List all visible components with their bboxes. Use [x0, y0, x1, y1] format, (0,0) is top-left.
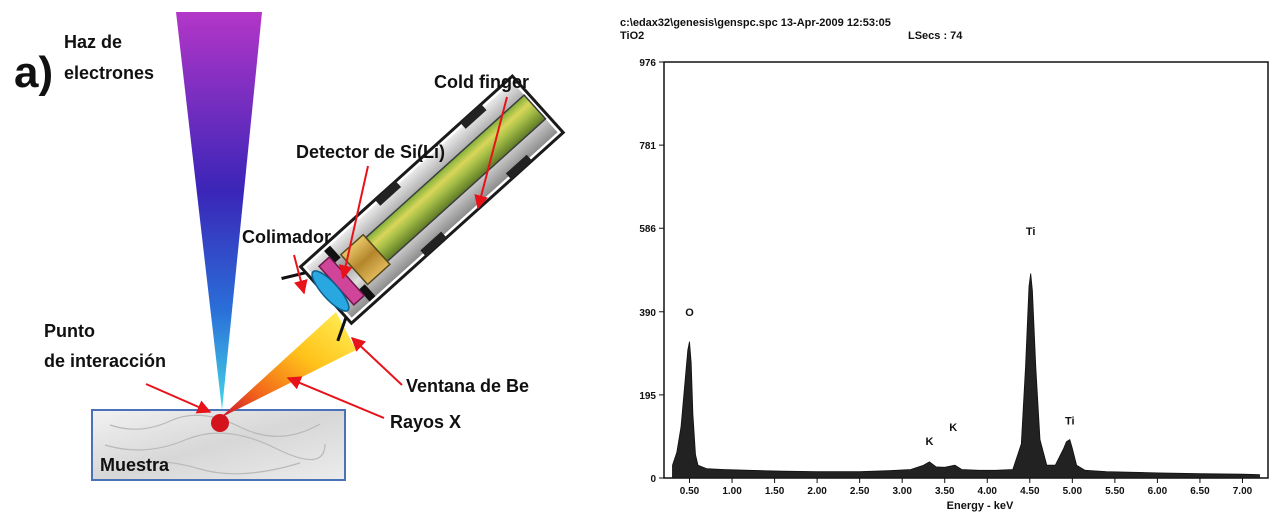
x-tick-label: 5.50 — [1105, 486, 1125, 497]
window-label: Ventana de Be — [406, 376, 529, 396]
plot-frame — [663, 61, 1269, 479]
collimator-blade-bottom — [336, 316, 348, 342]
beam-label-line2: electrones — [64, 63, 154, 83]
collimator-arrow — [293, 254, 308, 295]
peak-label: O — [685, 307, 694, 319]
interaction-label-line1: Punto — [44, 321, 95, 341]
x-axis-label: Energy - keV — [947, 500, 1014, 512]
collimator-blade-top — [281, 271, 307, 280]
sample-label: Muestra — [100, 455, 170, 475]
beam-label-line1: Haz de — [64, 32, 122, 52]
cold-finger-arrow — [474, 96, 508, 210]
x-tick-label: 0.50 — [680, 486, 700, 497]
window-arrow — [350, 337, 403, 386]
peak-label: K — [925, 436, 933, 448]
x-tick-label: 4.00 — [978, 486, 998, 497]
x-tick-label: 7.00 — [1233, 486, 1253, 497]
detector-arrow — [338, 165, 369, 280]
y-tick-label: 390 — [639, 308, 656, 319]
x-tick-label: 3.00 — [892, 486, 912, 497]
spectrum-plot-area — [663, 61, 1269, 479]
x-tick-label: 1.50 — [765, 486, 785, 497]
eds-spectrum-chart: c:\edax32\genesis\genspc.spc 13-Apr-2009… — [620, 17, 1269, 512]
panel-a-label: a) — [14, 48, 53, 97]
sili-crystal — [339, 233, 391, 286]
electron-beam — [176, 12, 262, 410]
x-tick-label: 2.50 — [850, 486, 870, 497]
spectrum-lsecs: LSecs : 74 — [908, 30, 963, 42]
cold-finger-rod — [364, 94, 547, 263]
x-axis-ticks: 0.50 1.00 1.50 2.00 2.50 3.00 3.50 4.00 4.50 5.00… — [680, 478, 1253, 497]
interaction-arrow — [145, 383, 212, 414]
y-tick-label: 586 — [639, 224, 656, 235]
peak-label: Ti — [1065, 416, 1075, 428]
x-tick-label: 3.50 — [935, 486, 955, 497]
x-tick-label: 5.00 — [1063, 486, 1083, 497]
peak-label: K — [949, 422, 957, 434]
y-axis-ticks: 0 195 390 586 781 976 — [639, 58, 664, 485]
x-tick-label: 4.50 — [1020, 486, 1040, 497]
sample-texture — [104, 414, 326, 475]
xray-cone — [220, 312, 356, 418]
cold-finger-label: Cold finger — [434, 72, 529, 92]
detector-label: Detector de Si(Li) — [296, 142, 445, 162]
eds-diagram: a) Haz de electrones Muestra Cold fin — [14, 12, 566, 481]
interaction-point — [211, 414, 229, 432]
detector-assembly — [281, 73, 566, 342]
x-tick-label: 1.00 — [722, 486, 742, 497]
be-window — [311, 270, 350, 312]
peak-label: Ti — [1026, 226, 1036, 238]
y-tick-label: 0 — [650, 474, 656, 485]
x-tick-label: 2.00 — [807, 486, 827, 497]
y-tick-label: 781 — [639, 141, 656, 152]
xrays-arrow — [286, 376, 385, 419]
xrays-label: Rayos X — [390, 412, 461, 432]
interaction-label-line2: de interacción — [44, 351, 166, 371]
y-tick-label: 976 — [639, 58, 656, 69]
spectrum-series-0 — [672, 273, 1260, 479]
collimator-label: Colimador — [242, 227, 331, 247]
x-tick-label: 6.50 — [1190, 486, 1210, 497]
y-tick-label: 195 — [639, 391, 656, 402]
x-tick-label: 6.00 — [1148, 486, 1168, 497]
spectrum-sample-name: TiO2 — [620, 30, 644, 42]
spectrum-header-line1: c:\edax32\genesis\genspc.spc 13-Apr-2009… — [620, 17, 891, 29]
